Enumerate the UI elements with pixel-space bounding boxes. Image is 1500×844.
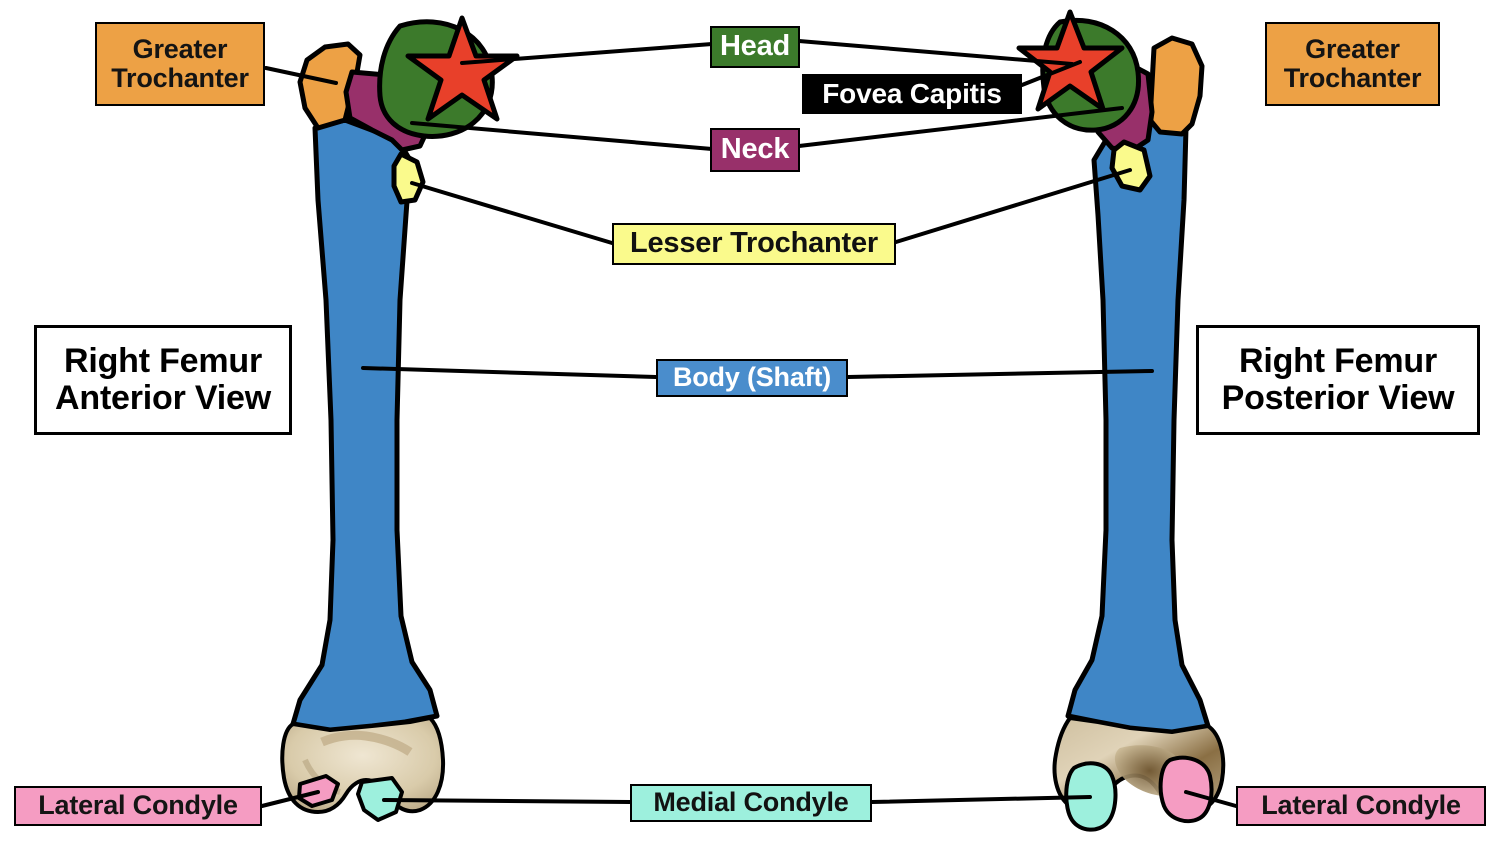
- leader-neck-left: [410, 121, 714, 151]
- leader-lesser-trochanter-left: [410, 181, 614, 245]
- right-body-shaft-shape: [1065, 117, 1211, 735]
- label-greater-trochanter-left[interactable]: Greater Trochanter: [95, 22, 265, 106]
- leader-head-left: [460, 42, 714, 65]
- leader-lesser-trochanter-right: [894, 168, 1132, 244]
- label-fovea-capitis[interactable]: Fovea Capitis: [802, 74, 1022, 114]
- leader-greater-trochanter-left: [264, 66, 338, 85]
- right-fovea-capitis-star: [1016, 9, 1125, 112]
- label-medial-condyle[interactable]: Medial Condyle: [630, 784, 872, 822]
- leader-lateral-condyle-right: [1184, 790, 1238, 808]
- label-view-left: Right Femur Anterior View: [34, 325, 292, 435]
- label-head[interactable]: Head: [710, 26, 800, 68]
- left-femur-anterior: [280, 15, 520, 822]
- label-lesser-trochanter[interactable]: Lesser Trochanter: [612, 223, 896, 265]
- leader-lateral-condyle-left: [260, 790, 320, 808]
- leader-lines: [260, 39, 1238, 808]
- left-medial-condyle-shape: [356, 776, 404, 822]
- left-lesser-trochanter-shape: [391, 151, 426, 205]
- right-greater-trochanter-shape: [1147, 35, 1205, 137]
- leader-medial-condyle-right: [870, 795, 1092, 804]
- left-body-shaft-shape: [290, 117, 440, 733]
- leader-medial-condyle-left: [382, 798, 632, 804]
- label-body-shaft[interactable]: Body (Shaft): [656, 359, 848, 397]
- label-greater-trochanter-right[interactable]: Greater Trochanter: [1265, 22, 1440, 106]
- leader-body-shaft-left: [361, 366, 658, 379]
- label-view-right: Right Femur Posterior View: [1196, 325, 1480, 435]
- label-lateral-condyle-left[interactable]: Lateral Condyle: [14, 786, 262, 826]
- label-lateral-condyle-right[interactable]: Lateral Condyle: [1236, 786, 1486, 826]
- leader-fovea-capitis: [1020, 60, 1082, 87]
- leader-head-right: [797, 39, 1074, 66]
- label-neck[interactable]: Neck: [710, 128, 800, 172]
- right-lateral-condyle-shape: [1158, 755, 1214, 824]
- right-femur-posterior: [1016, 9, 1226, 832]
- leader-neck-right: [797, 106, 1124, 148]
- left-fovea-capitis-star: [405, 15, 520, 122]
- left-intercondylar-groove: [320, 730, 413, 756]
- right-lesser-trochanter-shape: [1109, 139, 1153, 193]
- leader-body-shaft-right: [846, 369, 1154, 379]
